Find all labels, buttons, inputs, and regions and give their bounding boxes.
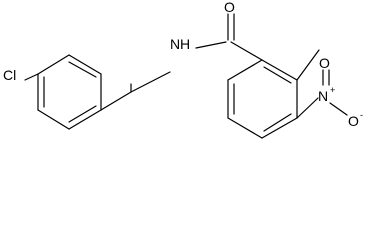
double-bond-inner	[68, 61, 97, 78]
bond-carbonyl-ring	[230, 41, 263, 61]
bond-methyl	[296, 49, 320, 81]
bond-c-cl	[24, 73, 39, 81]
bond	[68, 54, 102, 75]
carbonyl-o-label: O	[224, 0, 235, 15]
double-bond-inner	[263, 113, 292, 132]
bond-n-o-bottom	[329, 102, 348, 116]
molecule-diagram: Cl N H O N +	[3, 0, 363, 139]
structure-svg: Cl N H O N +	[3, 0, 363, 139]
bond-n-carbonyl	[195, 41, 227, 49]
bond	[227, 117, 263, 139]
chlorophenyl-ring	[37, 54, 102, 130]
bond-ring-ch2	[100, 91, 132, 111]
double-bond-inner	[263, 66, 292, 84]
bond-ring-nitro	[296, 97, 319, 119]
nitro-plus-charge: +	[330, 85, 335, 95]
nitro-o-bottom-label: O	[348, 113, 359, 129]
bond	[68, 109, 102, 130]
bond	[227, 59, 263, 81]
nitrotoluene-ring	[227, 59, 298, 139]
chlorine-label: Cl	[3, 67, 16, 83]
bond	[261, 117, 298, 139]
double-bond-inner	[68, 105, 97, 123]
bond	[261, 59, 298, 81]
amide-n-label: N	[170, 36, 180, 52]
nitro-o-top-label: O	[319, 55, 330, 71]
amide-h-label: H	[180, 36, 190, 52]
bond	[37, 54, 70, 75]
bond-ch2-n	[130, 71, 171, 93]
bond	[37, 109, 70, 130]
nitro-minus-charge: -	[360, 110, 363, 120]
nitro-n-label: N	[318, 88, 328, 104]
